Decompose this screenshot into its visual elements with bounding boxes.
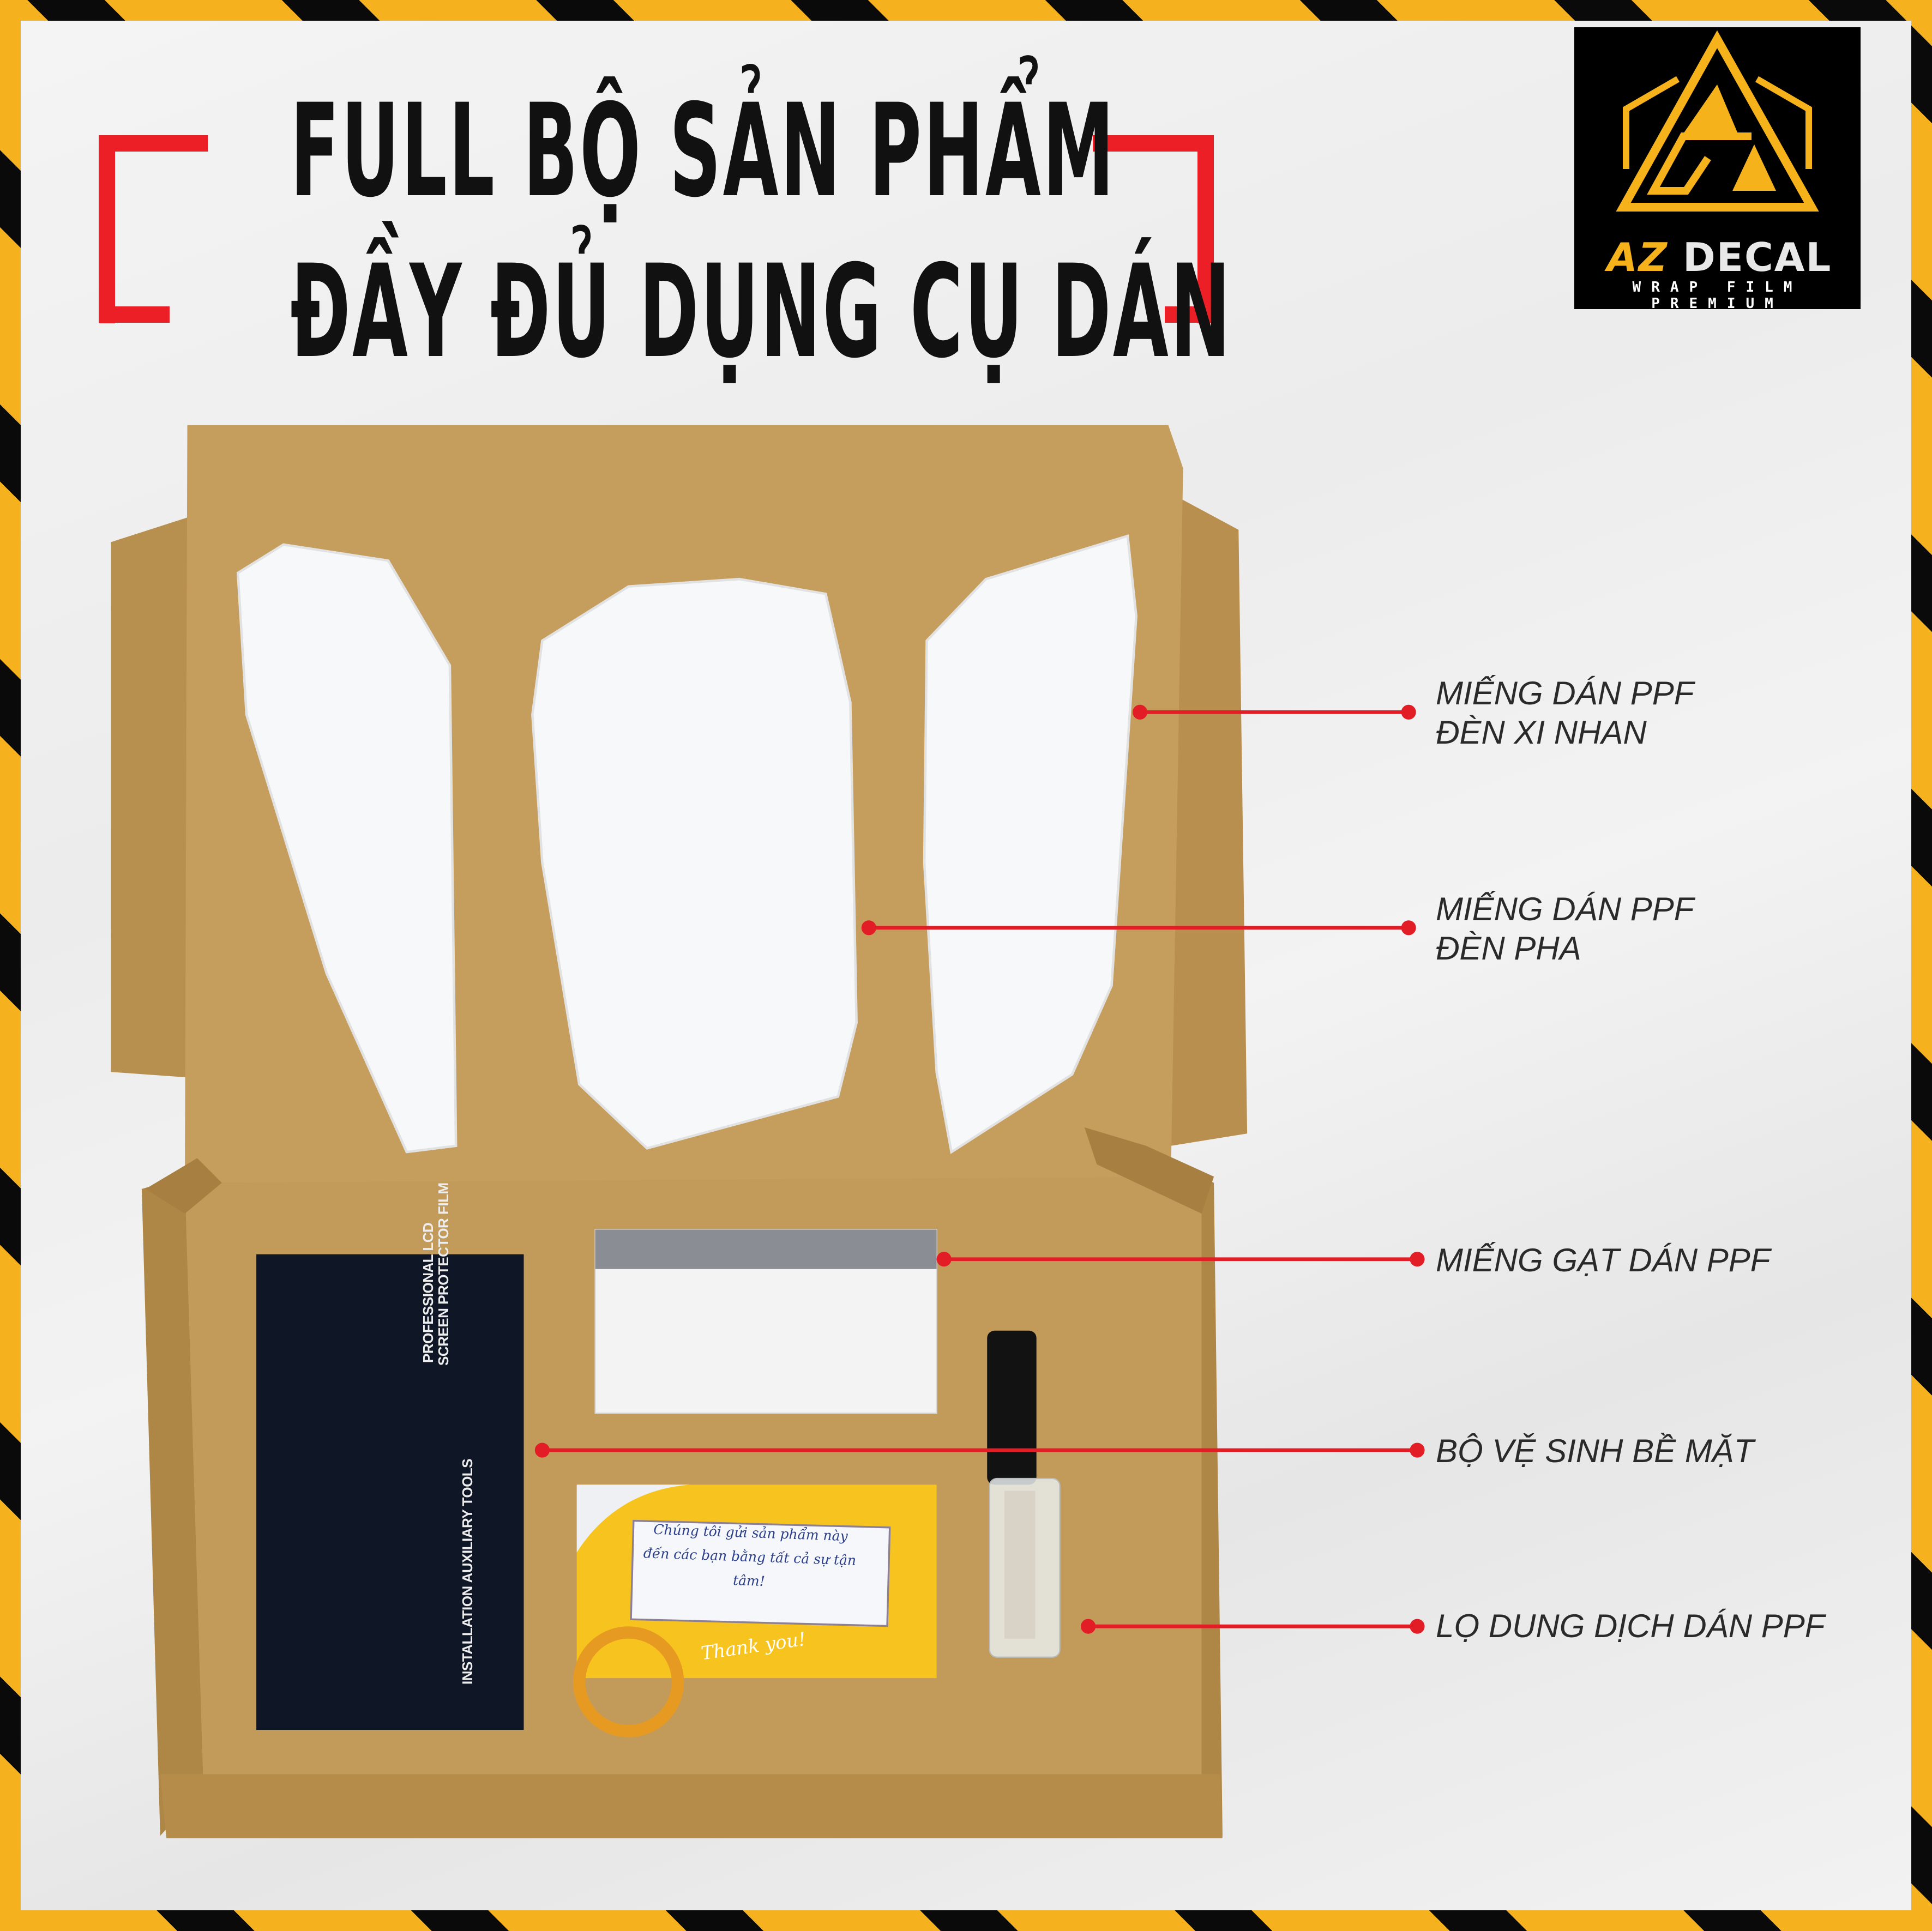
callout-dot <box>1401 704 1416 720</box>
callout-label-cleaning-kit: BỘ VỆ SINH BỀ MẶT <box>1436 1432 1754 1471</box>
box-lid-right-flap <box>1158 486 1248 1146</box>
pouch-text-screen-protector: SCREEN PROTECTOR FILM <box>435 1182 452 1366</box>
callout-dot <box>1410 1252 1425 1267</box>
callout-dot <box>1081 1619 1096 1634</box>
page-title-line1: FULL BỘ SẢN PHẨM <box>290 77 1116 226</box>
title-bracket-right <box>1093 135 1214 323</box>
logo-tagline: WRAP FILM PREMIUM <box>1632 279 1803 312</box>
callout-dot <box>936 1252 952 1267</box>
callout-label-line: ĐÈN PHA <box>1436 930 1581 967</box>
az-triangle-logo-icon <box>1616 30 1819 212</box>
box-lid-left-flap <box>111 517 197 1078</box>
callout-label-solution-bottle: LỌ DUNG DỊCH DÁN PPF <box>1436 1607 1825 1646</box>
callout-label-line: LỌ DUNG DỊCH DÁN PPF <box>1436 1608 1825 1644</box>
title-bracket-right-foot <box>1165 306 1214 323</box>
callout-label-line: MIẾNG DÁN PPF <box>1436 891 1694 927</box>
ppf-turn-signal-film-left <box>236 543 458 1154</box>
card-message: Chúng tôi gửi sản phẩm này đến các bạn b… <box>643 1521 857 1589</box>
callout-label-line: MIẾNG DÁN PPF <box>1436 675 1694 711</box>
callout-label-line: ĐÈN XI NHAN <box>1436 714 1647 751</box>
ppf-turn-signal-film-right <box>923 534 1137 1154</box>
box-tray-corner-tab-right <box>1084 1127 1214 1214</box>
bottle-spray-cap <box>987 1330 1037 1485</box>
callout-label-line: BỘ VỆ SINH BỀ MẶT <box>1436 1433 1754 1469</box>
box-tray-wall-left <box>141 1176 210 1836</box>
callout-label-line: MIẾNG GẠT DÁN PPF <box>1436 1242 1771 1278</box>
brand-logo: AZ DECAL WRAP FILM PREMIUM <box>1574 27 1861 312</box>
logo-wordmark: AZ DECAL <box>1607 234 1832 280</box>
title-bracket-left <box>99 135 208 323</box>
callout-dot <box>1410 1619 1425 1634</box>
logo-decal: DECAL <box>1683 234 1832 280</box>
logo-az: AZ <box>1607 234 1668 280</box>
callout-dot <box>861 920 876 936</box>
squeegee-felt-strip <box>595 1229 937 1269</box>
box-tray-front <box>160 1774 1223 1838</box>
pouch-text-professional: PROFESSIONAL LCD <box>420 1222 436 1363</box>
box-tray-corner-tab-left <box>145 1158 222 1214</box>
callout-label-squeegee: MIẾNG GẠT DÁN PPF <box>1436 1241 1770 1280</box>
callout-dot <box>1132 704 1148 720</box>
ppf-headlight-film <box>531 577 858 1150</box>
pouch-text-installation: INSTALLATION AUXILIARY TOOLS <box>459 1458 476 1685</box>
callout-dot <box>1401 920 1416 936</box>
callout-label-headlight-film: MIẾNG DÁN PPF ĐÈN PHA <box>1436 890 1694 968</box>
callout-dot <box>534 1443 550 1458</box>
callout-dot <box>1410 1443 1425 1458</box>
callout-label-turn-signal-film: MIẾNG DÁN PPF ĐÈN XI NHAN <box>1436 674 1694 752</box>
cleaning-kit-pouch <box>256 1254 524 1730</box>
title-bracket-left-foot <box>99 306 170 323</box>
